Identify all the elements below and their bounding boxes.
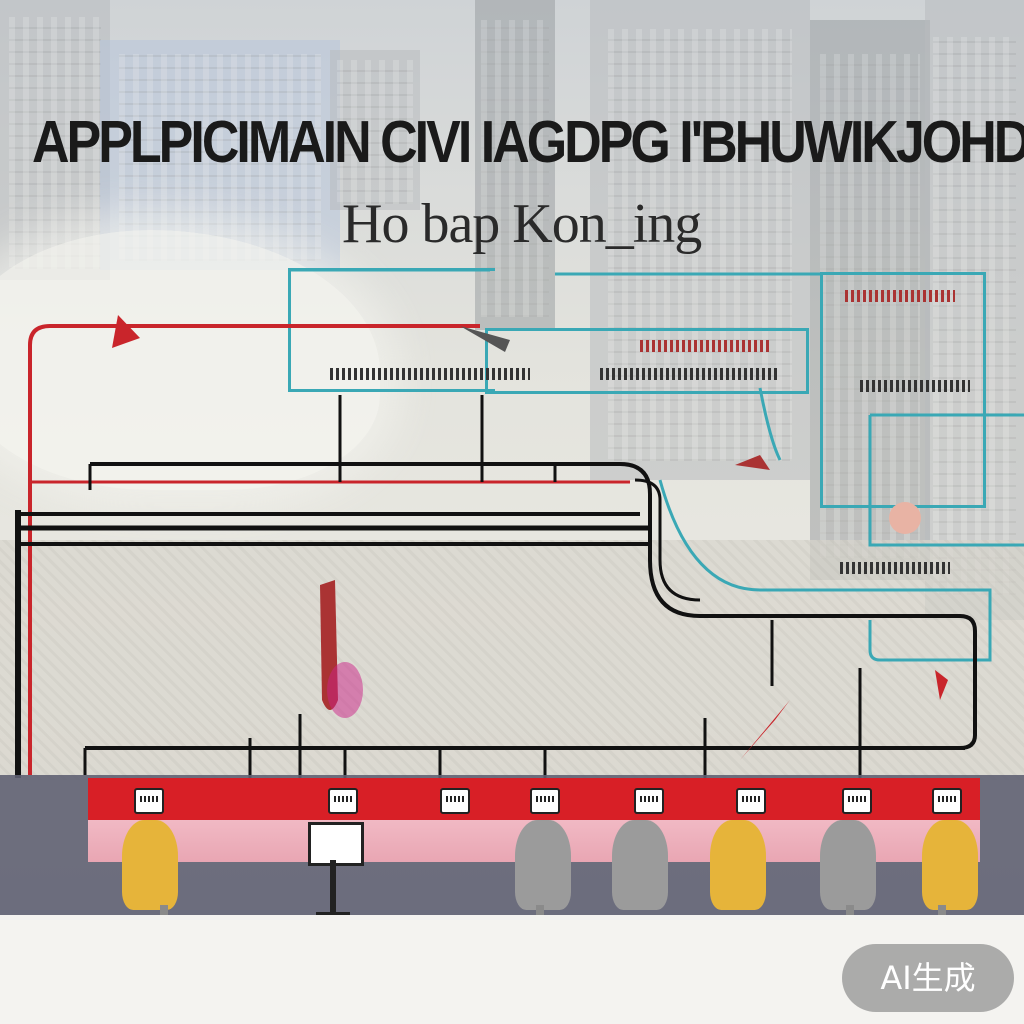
sign-stand-pole <box>330 860 336 915</box>
sign-stand <box>308 822 364 866</box>
figure-icon <box>710 820 766 910</box>
ai-generated-badge: AI生成 <box>842 944 1014 1012</box>
sign-icon <box>328 788 358 814</box>
sign-icon <box>634 788 664 814</box>
sign-icon <box>530 788 560 814</box>
figure-icon <box>820 820 876 910</box>
figure-icon <box>515 820 571 910</box>
sign-icon <box>440 788 470 814</box>
figure-icon <box>122 820 178 910</box>
figure-icon <box>612 820 668 910</box>
sign-icon <box>842 788 872 814</box>
figure-icon <box>922 820 978 910</box>
sign-icon <box>932 788 962 814</box>
sign-icon <box>736 788 766 814</box>
sign-icon <box>134 788 164 814</box>
